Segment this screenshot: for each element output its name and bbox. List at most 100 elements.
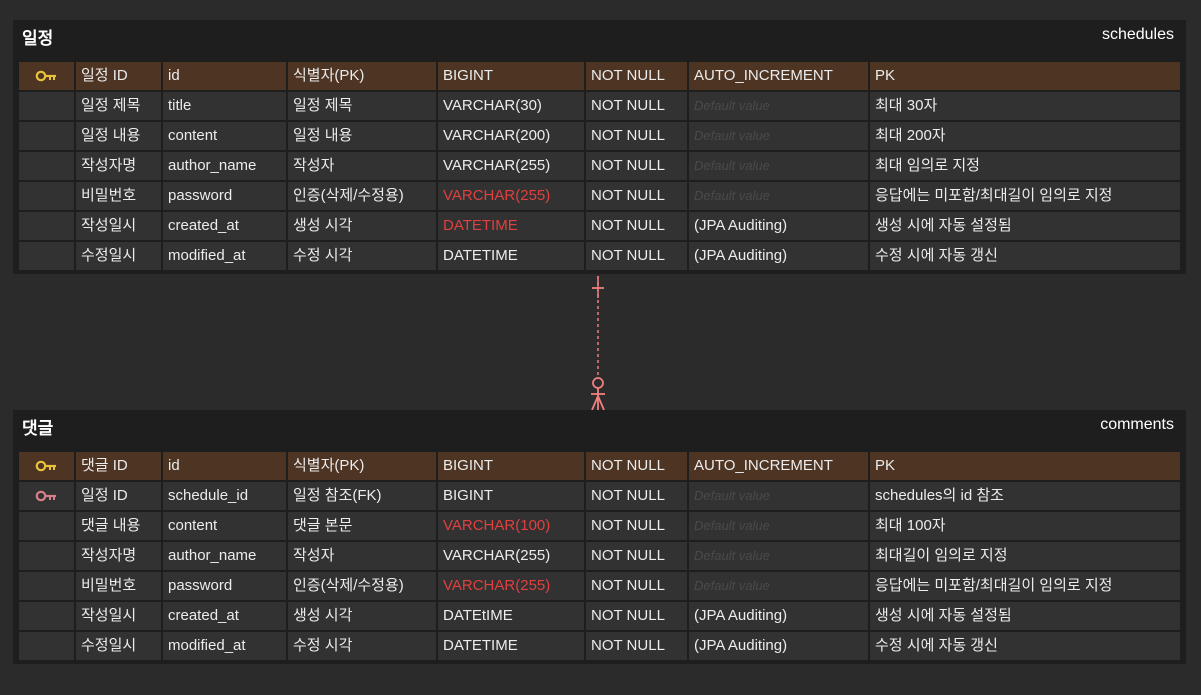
cell-comment[interactable]: 식별자(PK) bbox=[288, 62, 436, 90]
cell-logical-name[interactable]: 작성자명 bbox=[76, 542, 161, 570]
cell-note[interactable]: 수정 시에 자동 갱신 bbox=[870, 242, 1180, 270]
cell-data-type[interactable]: DATETIME bbox=[438, 212, 584, 240]
cell-data-type[interactable]: BIGINT bbox=[438, 452, 584, 480]
cell-not-null[interactable]: NOT NULL bbox=[586, 242, 687, 270]
cell-default[interactable]: Default value bbox=[689, 512, 868, 540]
cell-logical-name[interactable]: 댓글 내용 bbox=[76, 512, 161, 540]
cell-default[interactable]: (JPA Auditing) bbox=[689, 242, 868, 270]
cell-note[interactable]: 최대 임의로 지정 bbox=[870, 152, 1180, 180]
relationship-line[interactable] bbox=[585, 272, 613, 414]
cell-not-null[interactable]: NOT NULL bbox=[586, 482, 687, 510]
cell-comment[interactable]: 수정 시각 bbox=[288, 632, 436, 660]
cell-logical-name[interactable]: 작성자명 bbox=[76, 152, 161, 180]
cell-comment[interactable]: 작성자 bbox=[288, 152, 436, 180]
cell-data-type[interactable]: VARCHAR(255) bbox=[438, 572, 584, 600]
cell-not-null[interactable]: NOT NULL bbox=[586, 92, 687, 120]
cell-data-type[interactable]: VARCHAR(255) bbox=[438, 542, 584, 570]
cell-physical-name[interactable]: password bbox=[163, 572, 286, 600]
cell-note[interactable]: schedules의 id 참조 bbox=[870, 482, 1180, 510]
cell-comment[interactable]: 인증(삭제/수정용) bbox=[288, 182, 436, 210]
cell-not-null[interactable]: NOT NULL bbox=[586, 182, 687, 210]
cell-physical-name[interactable]: content bbox=[163, 512, 286, 540]
cell-note[interactable]: 생성 시에 자동 설정됨 bbox=[870, 212, 1180, 240]
cell-physical-name[interactable]: created_at bbox=[163, 212, 286, 240]
cell-physical-name[interactable]: modified_at bbox=[163, 632, 286, 660]
cell-default[interactable]: AUTO_INCREMENT bbox=[689, 452, 868, 480]
cell-not-null[interactable]: NOT NULL bbox=[586, 62, 687, 90]
cell-physical-name[interactable]: content bbox=[163, 122, 286, 150]
cell-comment[interactable]: 댓글 본문 bbox=[288, 512, 436, 540]
cell-comment[interactable]: 생성 시각 bbox=[288, 212, 436, 240]
cell-comment[interactable]: 일정 참조(FK) bbox=[288, 482, 436, 510]
cell-default[interactable]: Default value bbox=[689, 152, 868, 180]
cell-comment[interactable]: 식별자(PK) bbox=[288, 452, 436, 480]
cell-default[interactable]: AUTO_INCREMENT bbox=[689, 62, 868, 90]
cell-note[interactable]: 응답에는 미포함/최대길이 임의로 지정 bbox=[870, 182, 1180, 210]
cell-note[interactable]: 최대 30자 bbox=[870, 92, 1180, 120]
cell-physical-name[interactable]: author_name bbox=[163, 152, 286, 180]
cell-note[interactable]: 수정 시에 자동 갱신 bbox=[870, 632, 1180, 660]
cell-not-null[interactable]: NOT NULL bbox=[586, 572, 687, 600]
cell-comment[interactable]: 작성자 bbox=[288, 542, 436, 570]
cell-not-null[interactable]: NOT NULL bbox=[586, 602, 687, 630]
cell-comment[interactable]: 수정 시각 bbox=[288, 242, 436, 270]
cell-data-type[interactable]: DATETIME bbox=[438, 242, 584, 270]
cell-not-null[interactable]: NOT NULL bbox=[586, 512, 687, 540]
cell-note[interactable]: PK bbox=[870, 62, 1180, 90]
cell-logical-name[interactable]: 작성일시 bbox=[76, 212, 161, 240]
cell-data-type[interactable]: VARCHAR(200) bbox=[438, 122, 584, 150]
cell-logical-name[interactable]: 일정 ID bbox=[76, 482, 161, 510]
cell-data-type[interactable]: DATEtIME bbox=[438, 602, 584, 630]
cell-data-type[interactable]: VARCHAR(255) bbox=[438, 182, 584, 210]
cell-physical-name[interactable]: title bbox=[163, 92, 286, 120]
cell-default[interactable]: (JPA Auditing) bbox=[689, 212, 868, 240]
cell-logical-name[interactable]: 작성일시 bbox=[76, 602, 161, 630]
cell-logical-name[interactable]: 비밀번호 bbox=[76, 182, 161, 210]
cell-not-null[interactable]: NOT NULL bbox=[586, 632, 687, 660]
cell-note[interactable]: 최대 200자 bbox=[870, 122, 1180, 150]
cell-default[interactable]: Default value bbox=[689, 92, 868, 120]
cell-default[interactable]: (JPA Auditing) bbox=[689, 632, 868, 660]
cell-default[interactable]: Default value bbox=[689, 572, 868, 600]
cell-default[interactable]: Default value bbox=[689, 482, 868, 510]
cell-comment[interactable]: 일정 제목 bbox=[288, 92, 436, 120]
cell-data-type[interactable]: DATETIME bbox=[438, 632, 584, 660]
cell-comment[interactable]: 생성 시각 bbox=[288, 602, 436, 630]
cell-not-null[interactable]: NOT NULL bbox=[586, 212, 687, 240]
cell-logical-name[interactable]: 일정 제목 bbox=[76, 92, 161, 120]
cell-not-null[interactable]: NOT NULL bbox=[586, 542, 687, 570]
cell-comment[interactable]: 인증(삭제/수정용) bbox=[288, 572, 436, 600]
cell-logical-name[interactable]: 수정일시 bbox=[76, 242, 161, 270]
cell-note[interactable]: 응답에는 미포함/최대길이 임의로 지정 bbox=[870, 572, 1180, 600]
cell-logical-name[interactable]: 비밀번호 bbox=[76, 572, 161, 600]
cell-physical-name[interactable]: created_at bbox=[163, 602, 286, 630]
cell-not-null[interactable]: NOT NULL bbox=[586, 452, 687, 480]
cell-note[interactable]: PK bbox=[870, 452, 1180, 480]
cell-physical-name[interactable]: modified_at bbox=[163, 242, 286, 270]
cell-comment[interactable]: 일정 내용 bbox=[288, 122, 436, 150]
cell-physical-name[interactable]: password bbox=[163, 182, 286, 210]
cell-physical-name[interactable]: author_name bbox=[163, 542, 286, 570]
cell-logical-name[interactable]: 댓글 ID bbox=[76, 452, 161, 480]
cell-default[interactable]: Default value bbox=[689, 122, 868, 150]
cell-data-type[interactable]: BIGINT bbox=[438, 482, 584, 510]
cell-data-type[interactable]: VARCHAR(255) bbox=[438, 152, 584, 180]
cell-logical-name[interactable]: 일정 ID bbox=[76, 62, 161, 90]
cell-default[interactable]: Default value bbox=[689, 542, 868, 570]
cell-note[interactable]: 생성 시에 자동 설정됨 bbox=[870, 602, 1180, 630]
